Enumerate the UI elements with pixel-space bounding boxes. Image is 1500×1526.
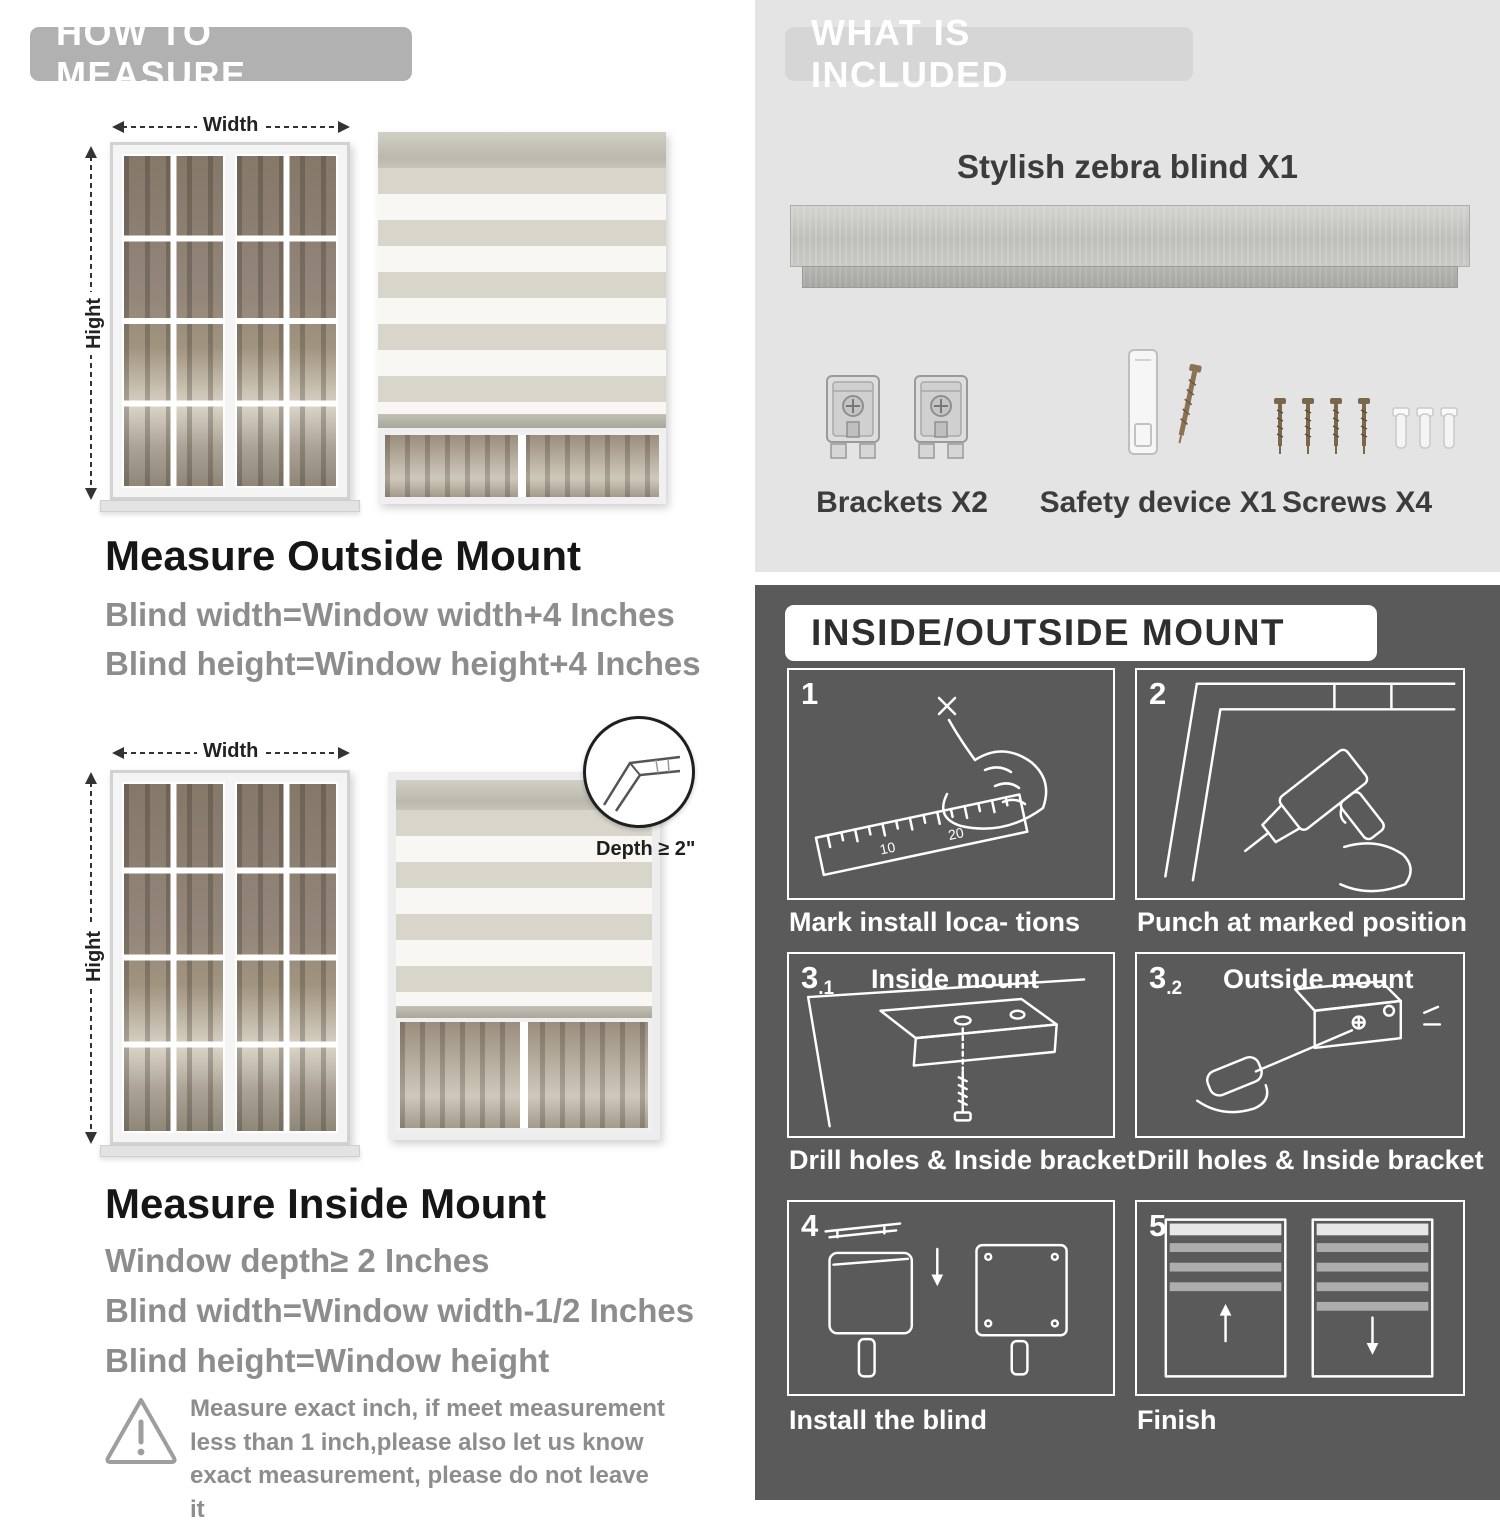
- inside-bracket-illustration: [806, 978, 1086, 1128]
- step-number: 1: [801, 676, 819, 711]
- zebra-blind-product-label: Stylish zebra blind X1: [956, 148, 1299, 185]
- step-caption-3-1: Drill holes & Inside bracket: [789, 1145, 1136, 1175]
- outside-mount-rule-1: Blind width=Window width+4 Inches: [105, 596, 675, 633]
- window-corner-detail-icon: [602, 755, 681, 812]
- height-label-inside: Hight: [83, 924, 107, 989]
- blind-zebra-fabric: [378, 168, 666, 414]
- blind-bottom-rail: [378, 414, 666, 428]
- what-is-included-header-label: WHAT IS INCLUDED: [811, 12, 1009, 95]
- step-panel-1: 1 10 20: [787, 668, 1115, 900]
- window-sash-left: [122, 154, 225, 488]
- height-label-outside: Hight: [83, 291, 107, 356]
- step-caption-5: Finish: [1137, 1405, 1217, 1435]
- window-sash-right: [235, 154, 338, 488]
- blind-bottom-rail: [396, 1006, 652, 1018]
- screws-label: Screws X4: [1281, 486, 1433, 519]
- step-panel-3-2: 3.2 Outside mount: [1135, 952, 1465, 1138]
- brackets-label: Brackets X2: [816, 486, 988, 519]
- zebra-blind-illustration-outside: [378, 132, 666, 504]
- step-panel-2: 2: [1135, 668, 1465, 900]
- step-number: 2: [1149, 676, 1167, 711]
- width-label-outside: Width: [197, 114, 265, 137]
- zebra-blind-headrail: [790, 205, 1470, 267]
- outside-bracket-illustration: [1196, 980, 1442, 1114]
- mount-header: INSIDE/OUTSIDE MOUNT: [785, 605, 1377, 661]
- step-panel-4: 4: [787, 1200, 1115, 1396]
- outside-mount-rule-2: Blind height=Window height+4 Inches: [105, 645, 701, 682]
- step-caption-1: Mark install loca- tions: [789, 907, 1081, 937]
- measurement-note: Measure exact inch, if meet measurement …: [190, 1395, 665, 1523]
- mark-location-illustration: 10 20: [814, 696, 1048, 877]
- step-number: 3.2: [1149, 960, 1183, 999]
- step-number: 4: [801, 1208, 819, 1243]
- zebra-blind-illustration-inside: [388, 772, 660, 1140]
- drill-illustration: [1164, 682, 1456, 893]
- inside-mount-rule-1: Window depth≥ 2 Inches: [105, 1242, 490, 1279]
- warning-triangle-icon: [105, 1398, 177, 1464]
- mount-header-label: INSIDE/OUTSIDE MOUNT: [811, 612, 1286, 653]
- inside-mount-rule-2: Blind width=Window width-1/2 Inches: [105, 1292, 695, 1329]
- window-visible-below-blind: [396, 1018, 652, 1132]
- how-to-measure-header: HOW TO MEASURE: [30, 12, 412, 95]
- mount-instructions-section: INSIDE/OUTSIDE MOUNT 1 10 20 Mark instal…: [755, 585, 1500, 1500]
- step-title-inside-mount: Inside mount: [871, 964, 1039, 994]
- blind-cassette: [378, 132, 666, 168]
- screws-icon: [1274, 398, 1458, 454]
- what-is-included-header: WHAT IS INCLUDED: [785, 12, 1193, 95]
- blind-zebra-fabric: [396, 810, 652, 1006]
- step-caption-3-2: Drill holes & Inside bracket: [1137, 1145, 1484, 1175]
- window-sash-left: [122, 782, 225, 1133]
- step-title-outside-mount: Outside mount: [1223, 964, 1414, 994]
- bracket-icon: [914, 375, 968, 459]
- wall-anchor-icon: [1392, 407, 1458, 449]
- depth-callout-label: Depth ≥ 2": [596, 838, 696, 860]
- inside-mount-title: Measure Inside Mount: [105, 1180, 547, 1227]
- window-illustration-inside: [110, 770, 350, 1145]
- step-panel-3-1: 3.1 Inside mount: [787, 952, 1115, 1138]
- width-label-inside: Width: [197, 740, 265, 763]
- zebra-blind-headrail-lip: [802, 266, 1458, 288]
- window-sill-inside: [100, 1145, 360, 1157]
- step-caption-2: Punch at marked position: [1137, 907, 1468, 937]
- window-sash-right: [235, 782, 338, 1133]
- install-blind-illustration: [824, 1222, 1068, 1378]
- step-caption-4: Install the blind: [789, 1405, 988, 1435]
- safety-device-icon: [1128, 349, 1202, 455]
- svg-text:20: 20: [947, 824, 966, 843]
- bracket-icon: [826, 375, 880, 459]
- finish-illustration: [1164, 1218, 1434, 1378]
- depth-detail-circle: [583, 716, 695, 828]
- outside-mount-title: Measure Outside Mount: [105, 532, 582, 579]
- inside-mount-rule-3: Blind height=Window height: [105, 1342, 550, 1379]
- how-to-measure-header-label: HOW TO MEASURE: [56, 12, 247, 95]
- how-to-measure-section: HOW TO MEASURE Width Hight Measure Outsi…: [0, 0, 755, 1523]
- window-illustration-outside: [110, 142, 350, 500]
- step-number: 5: [1149, 1208, 1167, 1243]
- safety-device-label: Safety device X1: [1039, 486, 1277, 519]
- step-panel-5: 5: [1135, 1200, 1465, 1396]
- svg-text:10: 10: [878, 839, 897, 858]
- window-visible-below-blind: [378, 428, 666, 504]
- what-is-included-section: WHAT IS INCLUDED Stylish zebra blind X1: [755, 0, 1500, 572]
- step-number: 3.1: [801, 960, 835, 999]
- window-sill-outside: [100, 500, 360, 512]
